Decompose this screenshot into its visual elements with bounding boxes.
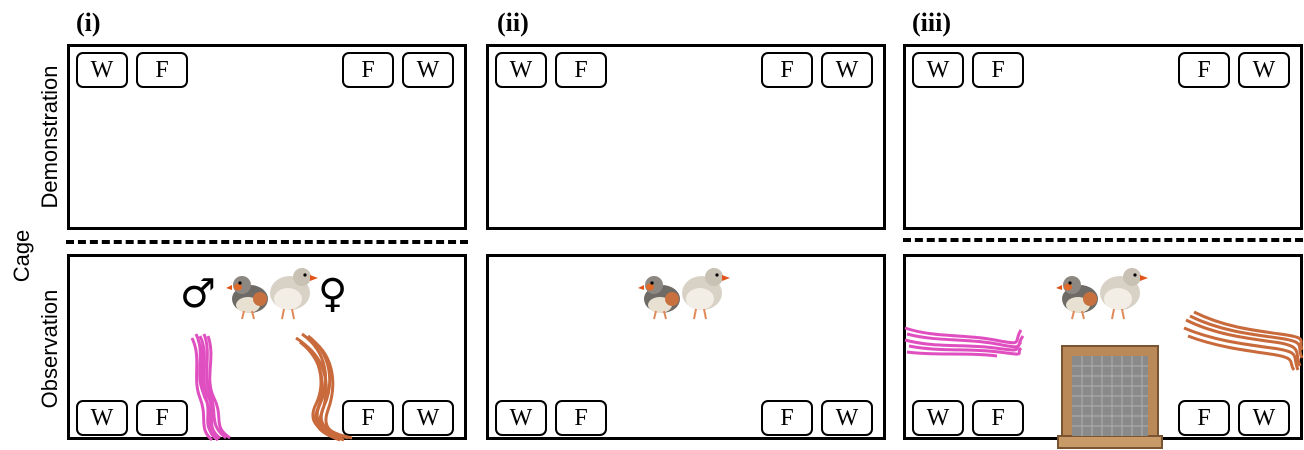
demonstration-cage-ii: W F F W (486, 44, 886, 230)
zebra-finch-pair-ii (638, 268, 730, 320)
food-box: F (761, 400, 813, 436)
food-box: F (342, 52, 394, 88)
pink-string-bundle-vertical (190, 333, 231, 442)
female-finch-icon (1100, 268, 1148, 320)
food-box: F (1178, 400, 1230, 436)
water-box: W (912, 400, 964, 436)
water-box: W (76, 52, 128, 88)
observation-cage-i: W F F W (67, 254, 467, 440)
food-box: F (1178, 52, 1230, 88)
food-box: F (555, 400, 607, 436)
water-box: W (821, 400, 873, 436)
food-box: F (761, 52, 813, 88)
female-finch-icon (682, 268, 730, 320)
male-finch-icon (226, 276, 268, 320)
food-box: F (555, 52, 607, 88)
demonstration-cage-i: W F F W (67, 44, 467, 230)
demonstration-cage-iii: W F F W (903, 44, 1303, 230)
water-box: W (912, 52, 964, 88)
water-box: W (1238, 400, 1290, 436)
male-finch-icon (1056, 276, 1098, 320)
water-box: W (76, 400, 128, 436)
orange-string-bundle-horizontal (1183, 310, 1304, 371)
food-box: F (136, 52, 188, 88)
panel-label-iii: (iii) (912, 8, 951, 37)
water-box: W (495, 52, 547, 88)
food-box: F (972, 52, 1024, 88)
nest-box-icon (1057, 345, 1163, 449)
female-finch-icon (270, 268, 318, 320)
orange-string-bundle-vertical (295, 332, 353, 442)
water-box: W (1238, 52, 1290, 88)
observation-label: Observation (37, 289, 62, 409)
water-box: W (495, 400, 547, 436)
water-box: W (402, 52, 454, 88)
demonstration-label: Demonstration (37, 65, 62, 209)
zebra-finch-pair-iii (1056, 268, 1148, 320)
food-box: F (972, 400, 1024, 436)
water-box: W (821, 52, 873, 88)
panel-label-ii: (ii) (497, 8, 529, 37)
cage-divider-i (66, 240, 468, 244)
food-box: F (342, 400, 394, 436)
panel-label-i: (i) (76, 8, 101, 37)
cage-label: Cage (9, 229, 34, 283)
cage-divider-iii (903, 238, 1303, 242)
male-finch-icon (638, 276, 680, 320)
water-box: W (402, 400, 454, 436)
female-symbol: ♀ (318, 271, 348, 317)
zebra-finch-pair-i (226, 268, 318, 320)
male-symbol: ♂ (180, 271, 216, 317)
pink-string-bundle-horizontal (904, 326, 1025, 358)
food-box: F (136, 400, 188, 436)
